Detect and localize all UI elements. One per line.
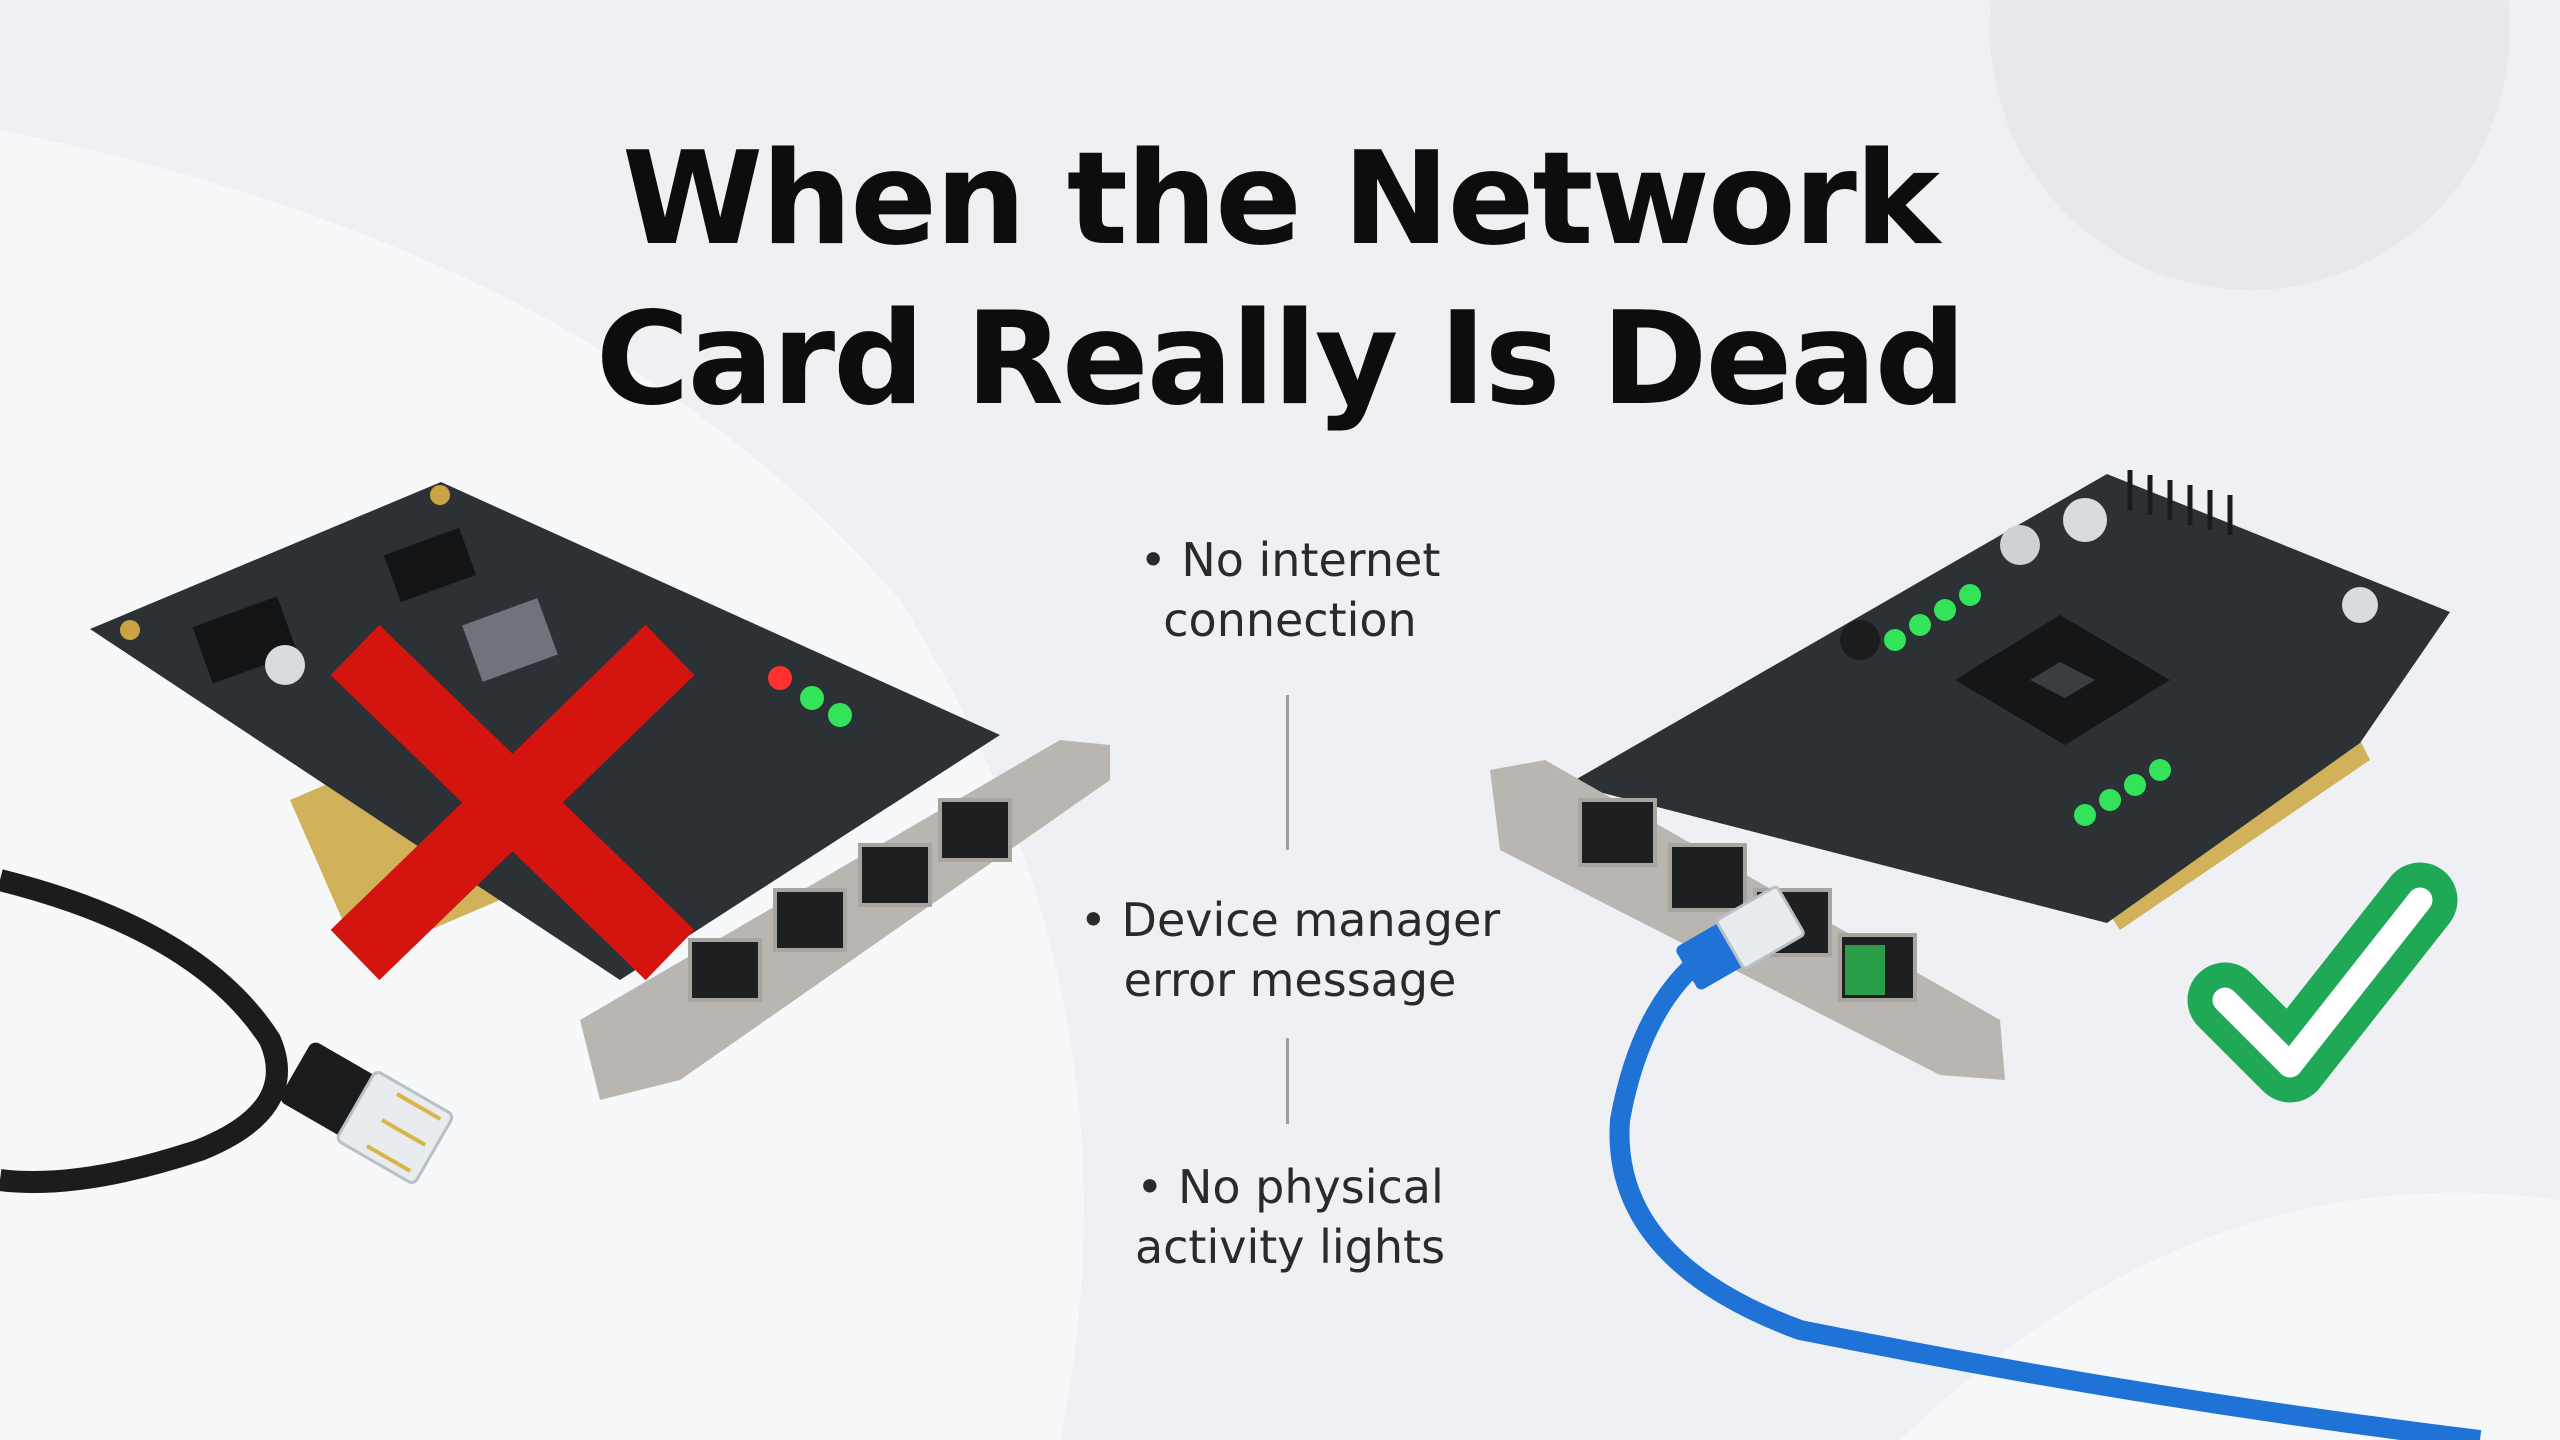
symptom-line-1: • Device manager: [1079, 893, 1501, 947]
green-led: [828, 703, 852, 727]
green-led: [800, 686, 824, 710]
ethernet-ports: [688, 798, 1012, 1002]
symptom-line-1: • No internet: [1139, 533, 1441, 587]
symptom-no-activity-lights: • No physical activity lights: [1030, 1157, 1550, 1277]
port-link-light: [1845, 945, 1885, 995]
black-ethernet-cable: [0, 869, 288, 1193]
symptom-device-manager-error: • Device manager error message: [1030, 890, 1550, 1010]
symptom-line-1: • No physical: [1136, 1160, 1444, 1214]
symptom-line-2: connection: [1163, 593, 1417, 647]
rj45-plug-icon: [280, 1042, 454, 1184]
symptom-line-2: activity lights: [1134, 1220, 1446, 1274]
title-line-1: When the Network: [621, 125, 1940, 274]
symptom-no-internet: • No internet connection: [1030, 530, 1550, 650]
title-line-2: Card Really Is Dead: [595, 285, 1967, 434]
divider: [1286, 695, 1289, 850]
header-pins: [2127, 470, 2233, 535]
green-activity-leds: [1884, 584, 2171, 826]
symptom-line-2: error message: [1123, 953, 1457, 1007]
blue-ethernet-cable: [1609, 952, 2482, 1440]
divider: [1286, 1038, 1289, 1124]
red-x-icon: [330, 624, 695, 981]
green-check-icon: [2187, 862, 2458, 1103]
page-title: When the Network Card Really Is Dead: [0, 120, 2560, 440]
rj45-plug-icon: [1676, 885, 1805, 990]
red-led: [768, 666, 792, 690]
